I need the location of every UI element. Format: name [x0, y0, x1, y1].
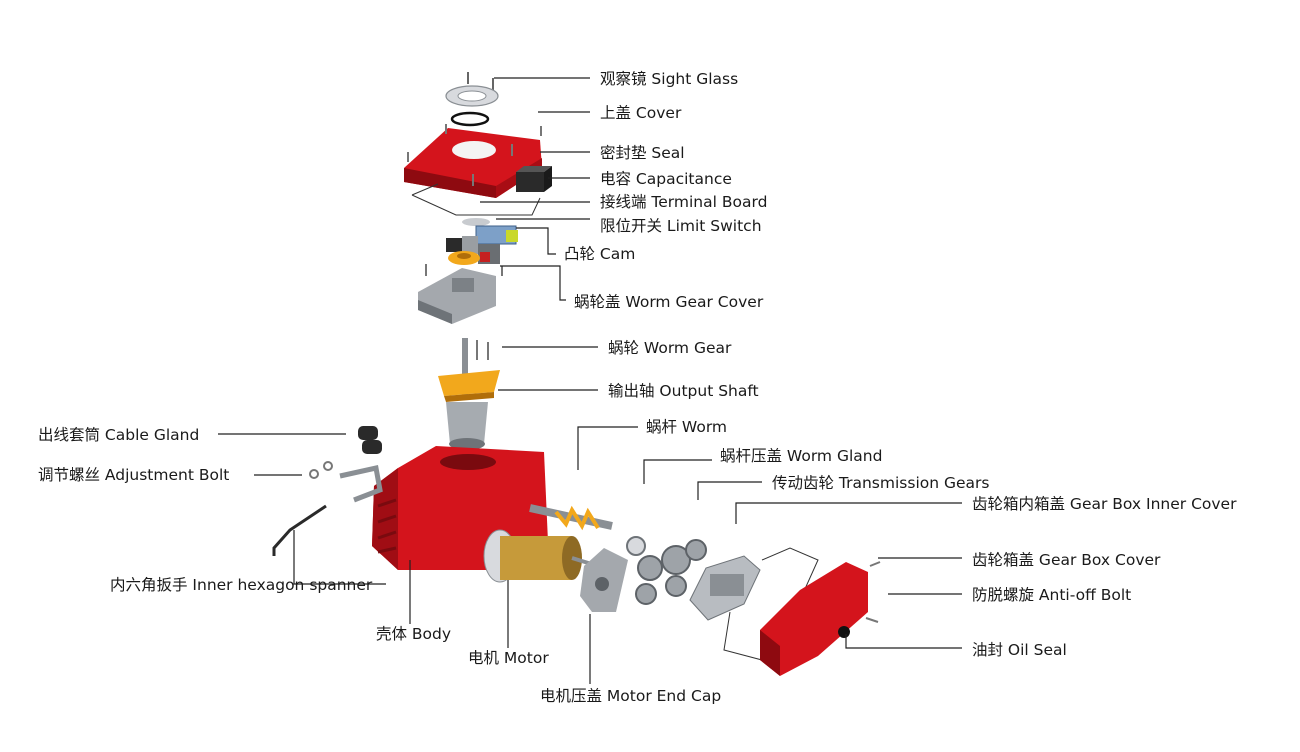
label-terminal-board: 接线端 Terminal Board [600, 193, 767, 211]
worm-gear-cover-part [418, 268, 496, 324]
label-transmission-gears: 传动齿轮 Transmission Gears [772, 474, 989, 492]
label-cam: 凸轮 Cam [564, 245, 635, 263]
label-worm-gland: 蜗杆压盖 Worm Gland [720, 447, 882, 465]
label-seal: 密封垫 Seal [600, 144, 685, 162]
label-body: 壳体 Body [376, 625, 451, 643]
leader-lines [218, 77, 962, 684]
hex-spanner-part [272, 504, 327, 556]
label-gear-box-inner-cover: 齿轮箱内箱盖 Gear Box Inner Cover [972, 495, 1237, 513]
transmission-gears-part [626, 536, 707, 605]
adjustment-bolt-part [309, 461, 383, 503]
label-motor: 电机 Motor [468, 649, 549, 667]
label-inner-hexagon-spanner: 内六角扳手 Inner hexagon spanner [110, 575, 373, 594]
top-cover-part [404, 124, 542, 198]
capacitor-part [516, 166, 552, 192]
sight-glass-part [445, 72, 499, 127]
label-cable-gland: 出线套筒 Cable Gland [38, 426, 199, 444]
motor-end-cap-part [580, 548, 628, 612]
label-oil-seal: 油封 Oil Seal [972, 641, 1067, 659]
motor-part [483, 529, 599, 583]
gear-box-cover-part [760, 561, 881, 676]
label-cover: 上盖 Cover [600, 104, 682, 122]
label-gear-box-cover: 齿轮箱盖 Gear Box Cover [972, 551, 1161, 569]
label-motor-end-cap: 电机压盖 Motor End Cap [540, 687, 721, 705]
label-capacitance: 电容 Capacitance [600, 170, 732, 188]
label-worm-gear: 蜗轮 Worm Gear [608, 339, 732, 357]
worm-part [529, 504, 613, 531]
label-limit-switch: 限位开关 Limit Switch [600, 217, 762, 235]
label-worm-gear-cover: 蜗轮盖 Worm Gear Cover [574, 293, 764, 311]
gear-box-inner-cover-part [689, 555, 761, 621]
label-anti-off-bolt: 防脱螺旋 Anti-off Bolt [972, 586, 1131, 604]
limit-switch-assembly-part [446, 218, 518, 264]
cam-part [425, 251, 503, 276]
label-output-shaft: 输出轴 Output Shaft [608, 382, 759, 400]
label-worm: 蜗杆 Worm [646, 418, 727, 436]
label-sight-glass: 观察镜 Sight Glass [600, 69, 738, 88]
output-shaft-part [438, 338, 500, 450]
seal-gasket-part [411, 183, 541, 216]
label-adjustment-bolt: 调节螺丝 Adjustment Bolt [38, 466, 229, 484]
cable-gland-part [358, 426, 382, 454]
